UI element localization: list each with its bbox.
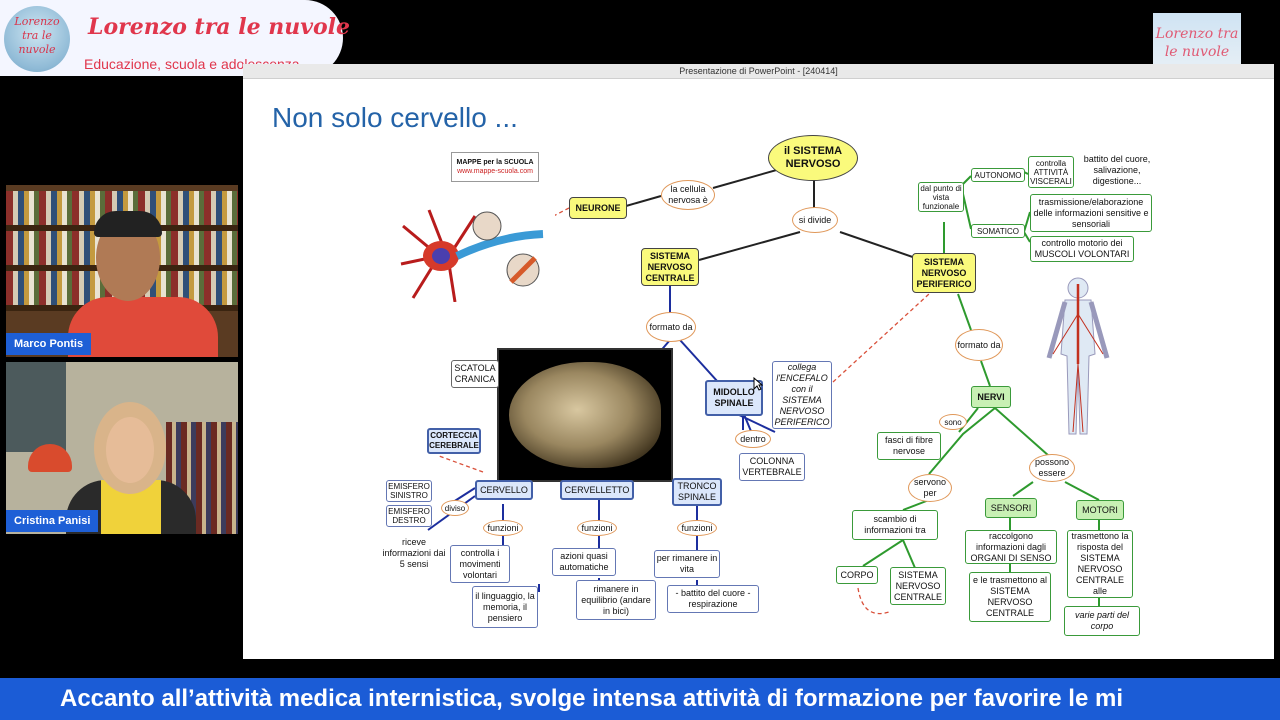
person-hair: [94, 211, 162, 237]
node-corteccia-cerebrale: CORTECCIA CEREBRALE: [427, 428, 481, 454]
lamp: [28, 444, 72, 472]
slide-title: Non solo cervello ...: [272, 102, 518, 133]
participant-name: Cristina Panisi: [6, 510, 99, 532]
wall-painting: [6, 362, 66, 452]
node-fasci-fibre: fasci di fibre nervose: [877, 432, 941, 460]
person-face: [106, 417, 154, 483]
node-controllo-motorio: controllo motorio dei MUSCOLI VOLONTARI: [1030, 236, 1134, 262]
ticker-bar: Accanto all’attività medica internistica…: [0, 678, 1280, 720]
node-battito-digestione: battito del cuore, salivazione, digestio…: [1083, 153, 1151, 186]
window-title: Presentazione di PowerPoint - [240414]: [243, 64, 1274, 79]
node-snc: SISTEMA NERVOSO CENTRALE: [641, 248, 699, 286]
node-colonna-vertebrale: COLONNA VERTEBRALE: [739, 453, 805, 481]
node-servono-per: servono per: [908, 474, 952, 502]
node-dentro: dentro: [735, 430, 771, 448]
node-sensori: SENSORI: [985, 498, 1037, 518]
node-controlla-movimenti: controlla i movimenti volontari: [450, 545, 510, 583]
nervous-system-body-illustration: [1046, 277, 1110, 435]
node-somatico: SOMATICO: [971, 224, 1025, 238]
node-nervi: NERVI: [971, 386, 1011, 408]
node-neurone: NEURONE: [569, 197, 627, 219]
node-battito-respirazione: - battito del cuore - respirazione: [667, 585, 759, 613]
node-tronco-spinale: TRONCO SPINALE: [672, 478, 722, 506]
badge-line1: MAPPE per la SCUOLA: [456, 159, 534, 166]
node-collega: collega l'ENCEFALO con il SISTEMA NERVOS…: [772, 361, 832, 429]
node-rimanere-in-vita: per rimanere in vita: [654, 550, 720, 578]
node-sistema-nervoso: il SISTEMA NERVOSO: [768, 135, 858, 181]
node-azioni-automatiche: azioni quasi automatiche: [552, 548, 616, 576]
node-linguaggio: il linguaggio, la memoria, il pensiero: [472, 586, 538, 628]
logo-emblem-text: Lorenzo tra le nuvole: [14, 15, 60, 56]
book-title: Lorenzo tra le nuvole: [1155, 26, 1239, 60]
participant-video-1[interactable]: Marco Pontis: [6, 185, 238, 357]
ticker-text: Accanto all’attività medica internistica…: [60, 685, 1123, 712]
neuron-illustration: [399, 206, 555, 302]
logo-emblem: Lorenzo tra le nuvole: [4, 6, 70, 72]
node-cellula-nervosa: la cellula nervosa è: [661, 180, 715, 210]
node-possono-essere: possono essere: [1029, 454, 1075, 482]
node-sono: sono: [939, 414, 967, 430]
node-controlla-visceral: controlla ATTIVITÀ VISCERALI: [1028, 156, 1074, 188]
node-formato-da-snp: formato da: [955, 329, 1003, 361]
node-varie-parti: varie parti del corpo: [1064, 606, 1140, 636]
node-scatola-cranica: SCATOLA CRANICA: [451, 360, 499, 388]
node-trasmettono-risposta: trasmettono la risposta del SISTEMA NERV…: [1067, 530, 1133, 598]
badge-line2: www.mappe-scuola.com: [457, 168, 533, 175]
node-corpo: CORPO: [836, 566, 878, 584]
node-riceve-informazioni: riceve informazioni dai 5 sensi: [382, 536, 446, 569]
node-cervelletto: CERVELLETTO: [560, 480, 634, 500]
node-scambio-informazioni: scambio di informazioni tra: [852, 510, 938, 540]
node-motori: MOTORI: [1076, 500, 1124, 520]
node-funzioni-cervelletto: funzioni: [577, 520, 617, 536]
node-equilibrio: rimanere in equilibrio (andare in bici): [576, 580, 656, 620]
node-cervello: CERVELLO: [475, 480, 533, 500]
powerpoint-window[interactable]: Presentazione di PowerPoint - [240414] N…: [243, 64, 1274, 659]
node-si-divide: si divide: [792, 207, 838, 233]
node-autonomo: AUTONOMO: [971, 168, 1025, 182]
node-emisfero-sinistro: EMISFERO SINISTRO: [386, 480, 432, 502]
node-trasmissione: trasmissione/elaborazione delle informaz…: [1030, 194, 1152, 232]
node-snp: SISTEMA NERVOSO PERIFERICO: [912, 253, 976, 293]
mappe-badge: MAPPE per la SCUOLA www.mappe-scuola.com: [451, 152, 539, 182]
node-dal-punto-di-vista: dal punto di vista funzionale: [918, 182, 964, 212]
node-snc-scambio: SISTEMA NERVOSO CENTRALE: [890, 567, 946, 605]
node-funzioni-tronco: funzioni: [677, 520, 717, 536]
node-raccolgono: raccolgono informazioni dagli ORGANI DI …: [965, 530, 1057, 564]
channel-logo: Lorenzo tra le nuvole Lorenzo tra le nuv…: [0, 0, 350, 76]
logo-title: Lorenzo tra le nuvole: [88, 14, 351, 40]
node-emisfero-destro: EMISFERO DESTRO: [386, 505, 432, 527]
node-diviso: diviso: [441, 500, 469, 516]
person-shirt: [68, 297, 218, 357]
mouse-cursor-icon: [753, 377, 763, 391]
participant-name: Marco Pontis: [6, 333, 92, 355]
node-midollo-spinale: MIDOLLO SPINALE: [705, 380, 763, 416]
participant-video-2[interactable]: Cristina Panisi: [6, 362, 238, 534]
brain-section-photo: [497, 348, 673, 482]
node-funzioni-cervello: funzioni: [483, 520, 523, 536]
node-trasmettono: e le trasmettono al SISTEMA NERVOSO CENT…: [969, 572, 1051, 622]
node-formato-da-snc: formato da: [646, 312, 696, 342]
